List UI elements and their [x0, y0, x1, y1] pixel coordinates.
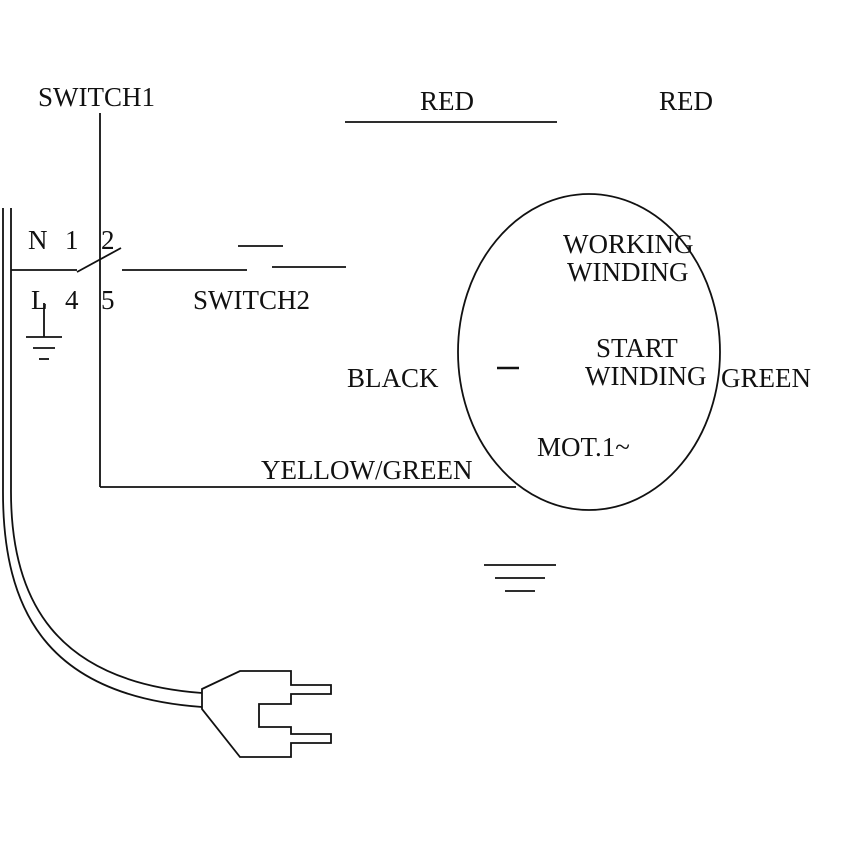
switch2-label: SWITCH2 [193, 285, 310, 315]
terminal-5-label: 5 [101, 285, 115, 315]
working-winding-label-line1: WORKING [563, 229, 693, 259]
terminal-l-label: L [31, 285, 48, 315]
motor-label: MOT.1~ [537, 432, 630, 462]
mains-plug [201, 670, 332, 758]
switch1-blade [76, 247, 122, 273]
wire-group [2, 113, 557, 488]
terminal-n-label: N [28, 225, 48, 255]
power-cable [2, 487, 203, 708]
switch1-label: SWITCH1 [38, 82, 155, 112]
red-right-label: RED [659, 86, 713, 116]
working-winding-label-line2: WINDING [567, 257, 688, 287]
terminal-1-label: 1 [65, 225, 79, 255]
cable-curve-outer [2, 487, 203, 708]
start-winding-label-line1: START [596, 333, 678, 363]
cable-curve-inner [10, 487, 203, 694]
red-top-label: RED [420, 86, 474, 116]
terminal-4-label: 4 [65, 285, 79, 315]
black-wire-label: BLACK [347, 363, 439, 393]
green-wire-label: GREEN [721, 363, 811, 393]
terminal-2-label: 2 [101, 225, 115, 255]
ground-symbol-motor [484, 564, 556, 592]
start-winding-label-line2: WINDING [585, 361, 706, 391]
yellow-green-wire-label: YELLOW/GREEN [261, 455, 472, 485]
motor-body [457, 193, 721, 511]
ground-symbol-left [26, 303, 62, 360]
